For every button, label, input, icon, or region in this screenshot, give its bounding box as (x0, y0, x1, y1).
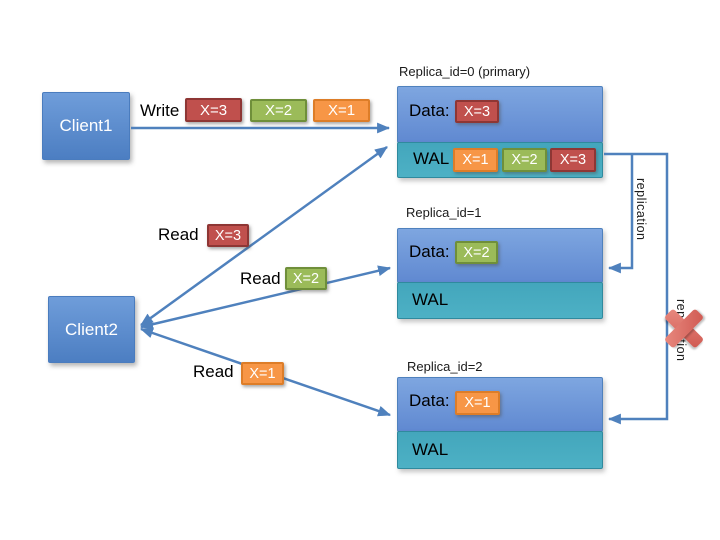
replica2-data-chip: X=1 (455, 391, 500, 415)
broken-replication-x-icon (665, 309, 703, 347)
replica1-wal-box (397, 282, 603, 319)
replica2-wal-label: WAL (412, 440, 449, 459)
replica0-wal-chip-x1: X=1 (453, 148, 498, 172)
read1-label: Read (158, 225, 199, 244)
client1-box: Client1 (42, 92, 130, 160)
read3-chip-x1: X=1 (241, 362, 284, 385)
read3-label: Read (193, 362, 234, 381)
write-chip-x3: X=3 (185, 98, 242, 122)
replica0-data-box (397, 86, 603, 143)
replica2-title: Replica_id=2 (407, 359, 483, 374)
replica2-data-label: Data: (409, 391, 450, 410)
replica0-data-label: Data: (409, 101, 450, 120)
replication-label-1: replication (634, 178, 648, 241)
write-chip-x2: X=2 (250, 99, 307, 122)
replica0-wal-label: WAL (413, 149, 450, 168)
replica1-title: Replica_id=1 (406, 205, 482, 220)
client2-box: Client2 (48, 296, 135, 363)
client1-label: Client1 (59, 116, 113, 135)
client2-label: Client2 (65, 319, 118, 339)
replica1-wal-label: WAL (412, 290, 449, 309)
replica0-title: Replica_id=0 (primary) (399, 64, 531, 79)
read1-chip-x3: X=3 (207, 224, 249, 247)
write-chip-x1: X=1 (313, 99, 370, 122)
replica1-data-label: Data: (409, 242, 450, 261)
read2-chip-x2: X=2 (285, 267, 327, 290)
replica2-wal-box (397, 431, 603, 469)
replica0-data-chip: X=3 (455, 100, 499, 123)
replica1-data-chip: X=2 (455, 241, 498, 264)
replica0-wal-chip-x3: X=3 (550, 148, 596, 172)
replica0-wal-chip-x2: X=2 (502, 148, 547, 172)
read2-label: Read (240, 269, 281, 288)
write-label: Write (140, 101, 180, 120)
replication-arrow-replica1 (607, 154, 634, 274)
